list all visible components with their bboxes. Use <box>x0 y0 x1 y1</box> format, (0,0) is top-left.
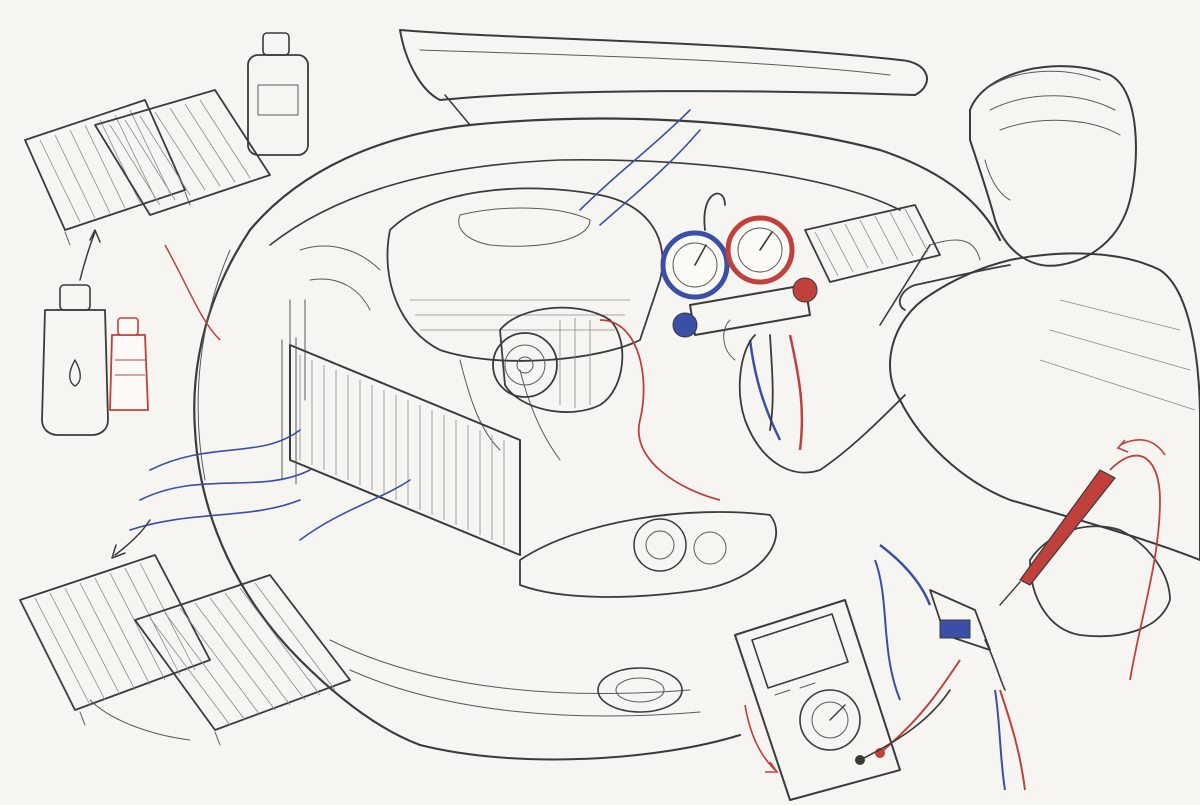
radiator-condenser <box>281 337 521 556</box>
engine-block <box>289 187 664 461</box>
red-flow-line-left <box>164 244 221 341</box>
manifold-gauge-set <box>660 192 818 451</box>
car-body <box>193 29 1002 761</box>
high-side-hose-engine <box>599 319 721 501</box>
cabin-filter-icon <box>804 204 941 283</box>
cabin-filters-top-left <box>24 89 271 246</box>
oil-bottle-icon <box>247 32 309 156</box>
test-probe-hand <box>999 439 1171 681</box>
airflow-streaks <box>129 109 701 541</box>
cabin-filters-bottom-left <box>19 554 351 746</box>
multimeter-black-lead <box>859 689 951 761</box>
arrow-down-left-icon <box>111 519 151 559</box>
ac-compressor <box>492 306 624 413</box>
coolant-bottle-icon <box>41 284 109 436</box>
curved-arrow-bottom-icon <box>89 699 191 741</box>
additive-bottle-icon <box>109 317 149 411</box>
red-arrow-top-icon <box>1116 439 1166 456</box>
red-arrow-left-icon <box>744 704 779 773</box>
ac-pressure-switch-connector <box>874 544 1026 791</box>
arrow-up-icon <box>79 229 101 281</box>
technician <box>723 65 1200 561</box>
